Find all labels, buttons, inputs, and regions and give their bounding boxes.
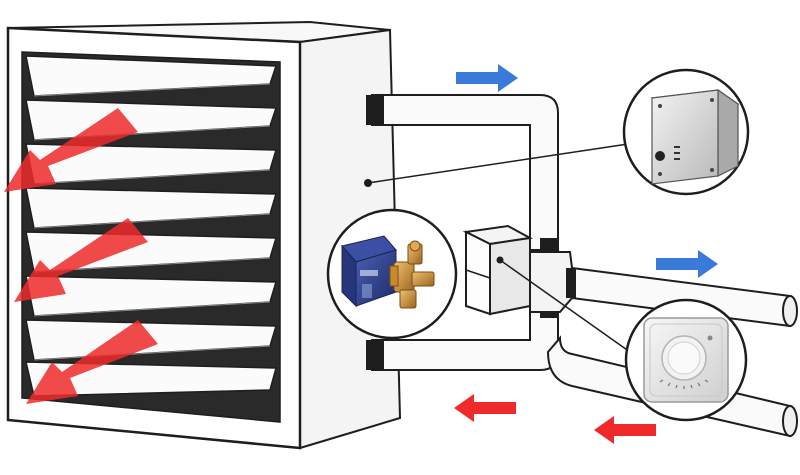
- valve-fitting: [529, 251, 573, 313]
- control-knob-icon: [655, 151, 665, 161]
- thermostat-led-icon: [707, 335, 713, 341]
- thermostat-callout: [624, 298, 748, 422]
- valve-actuator-icon: [462, 224, 534, 316]
- warm-air-arrow-icon: [4, 108, 138, 192]
- motorized-valve-icon: [341, 235, 435, 309]
- cold-flow-arrow-icon: [656, 250, 718, 278]
- flow-arrows: [454, 64, 718, 444]
- valve-callout: [326, 208, 458, 340]
- control-box-icon: [650, 88, 740, 185]
- pipe-stub-bottom: [366, 340, 384, 370]
- top-pipe: [371, 94, 559, 251]
- warm-air-arrow-icon: [26, 320, 158, 404]
- room-thermostat-icon: [643, 317, 729, 403]
- warm-air-arrow-icon: [14, 218, 148, 302]
- warm-air-arrows: [4, 108, 158, 404]
- callout-lines: [367, 143, 631, 353]
- pipe-stub-top: [366, 95, 384, 125]
- hot-flow-arrow-icon: [594, 416, 656, 444]
- hot-flow-arrow-icon: [454, 394, 516, 422]
- control-box-callout: [622, 68, 750, 196]
- cold-flow-arrow-icon: [456, 64, 518, 92]
